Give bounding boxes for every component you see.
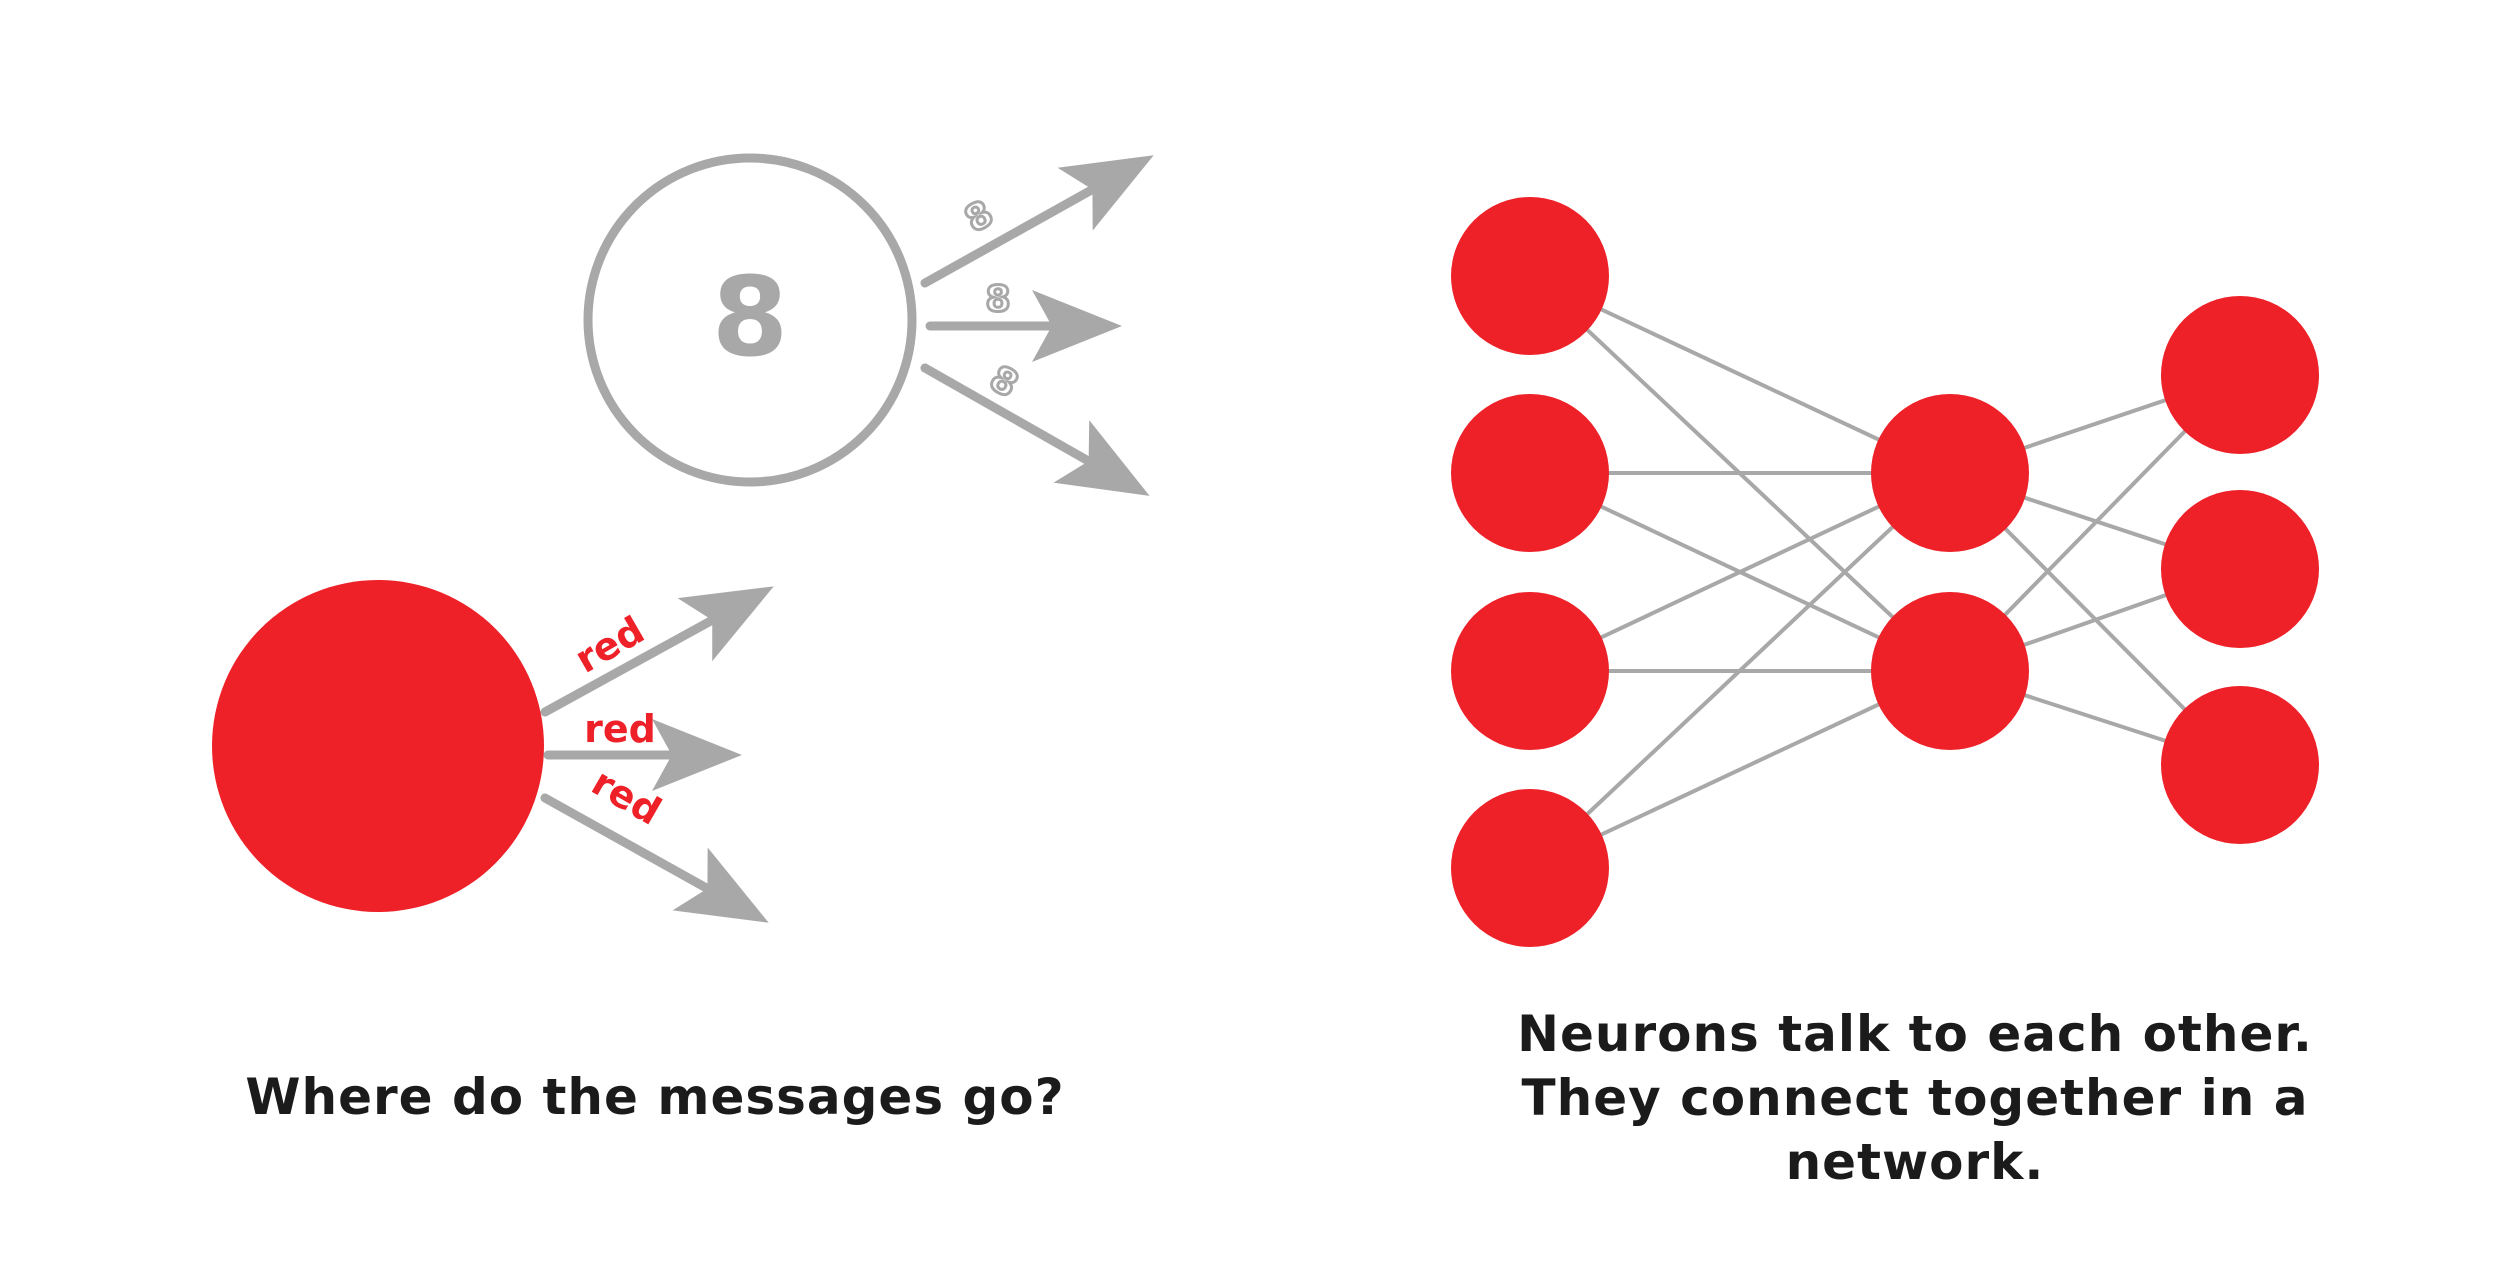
red-arrow-label-up: red bbox=[567, 608, 651, 682]
gray-arrow-label-down: 8 bbox=[983, 358, 1025, 406]
gray-arrow-label-straight: 8 bbox=[985, 279, 1010, 320]
output-neuron-1 bbox=[2161, 296, 2319, 454]
network-connections bbox=[1528, 274, 2242, 870]
red-arrow-up bbox=[540, 586, 774, 717]
red-neuron bbox=[212, 580, 544, 912]
hidden-neuron-2 bbox=[1871, 592, 2029, 750]
gray-neuron-group: 8 8 8 8 bbox=[583, 153, 1154, 496]
input-neuron-2 bbox=[1451, 394, 1609, 552]
output-neuron-2 bbox=[2161, 490, 2319, 648]
red-neuron-group: red red red bbox=[212, 580, 774, 923]
hidden-neuron-1 bbox=[1871, 394, 2029, 552]
caption-left: Where do the messages go? bbox=[245, 1068, 1065, 1126]
gray-arrow-label-up: 8 bbox=[958, 193, 1000, 241]
gray-neuron-digit: 8 bbox=[712, 253, 789, 381]
input-neuron-3 bbox=[1451, 592, 1609, 750]
output-layer bbox=[2161, 296, 2319, 844]
neural-network bbox=[1451, 197, 2319, 947]
caption-right-line-2: They connect together in a network. bbox=[1521, 1069, 2309, 1191]
hidden-layer bbox=[1871, 394, 2029, 750]
input-neuron-4 bbox=[1451, 789, 1609, 947]
connection-in4-h1 bbox=[1528, 471, 1952, 870]
input-layer bbox=[1451, 197, 1609, 947]
gray-arrow-down bbox=[920, 363, 1150, 496]
red-arrow-down bbox=[540, 793, 769, 923]
input-neuron-1 bbox=[1451, 197, 1609, 355]
output-neuron-3 bbox=[2161, 686, 2319, 844]
red-arrow-label-straight: red bbox=[584, 707, 656, 751]
caption-right: Neurons talk to each other. They connect… bbox=[1390, 1002, 2440, 1194]
gray-neuron bbox=[583, 153, 917, 487]
caption-right-line-1: Neurons talk to each other. bbox=[1517, 1005, 2313, 1063]
gray-arrow-up bbox=[920, 155, 1154, 288]
